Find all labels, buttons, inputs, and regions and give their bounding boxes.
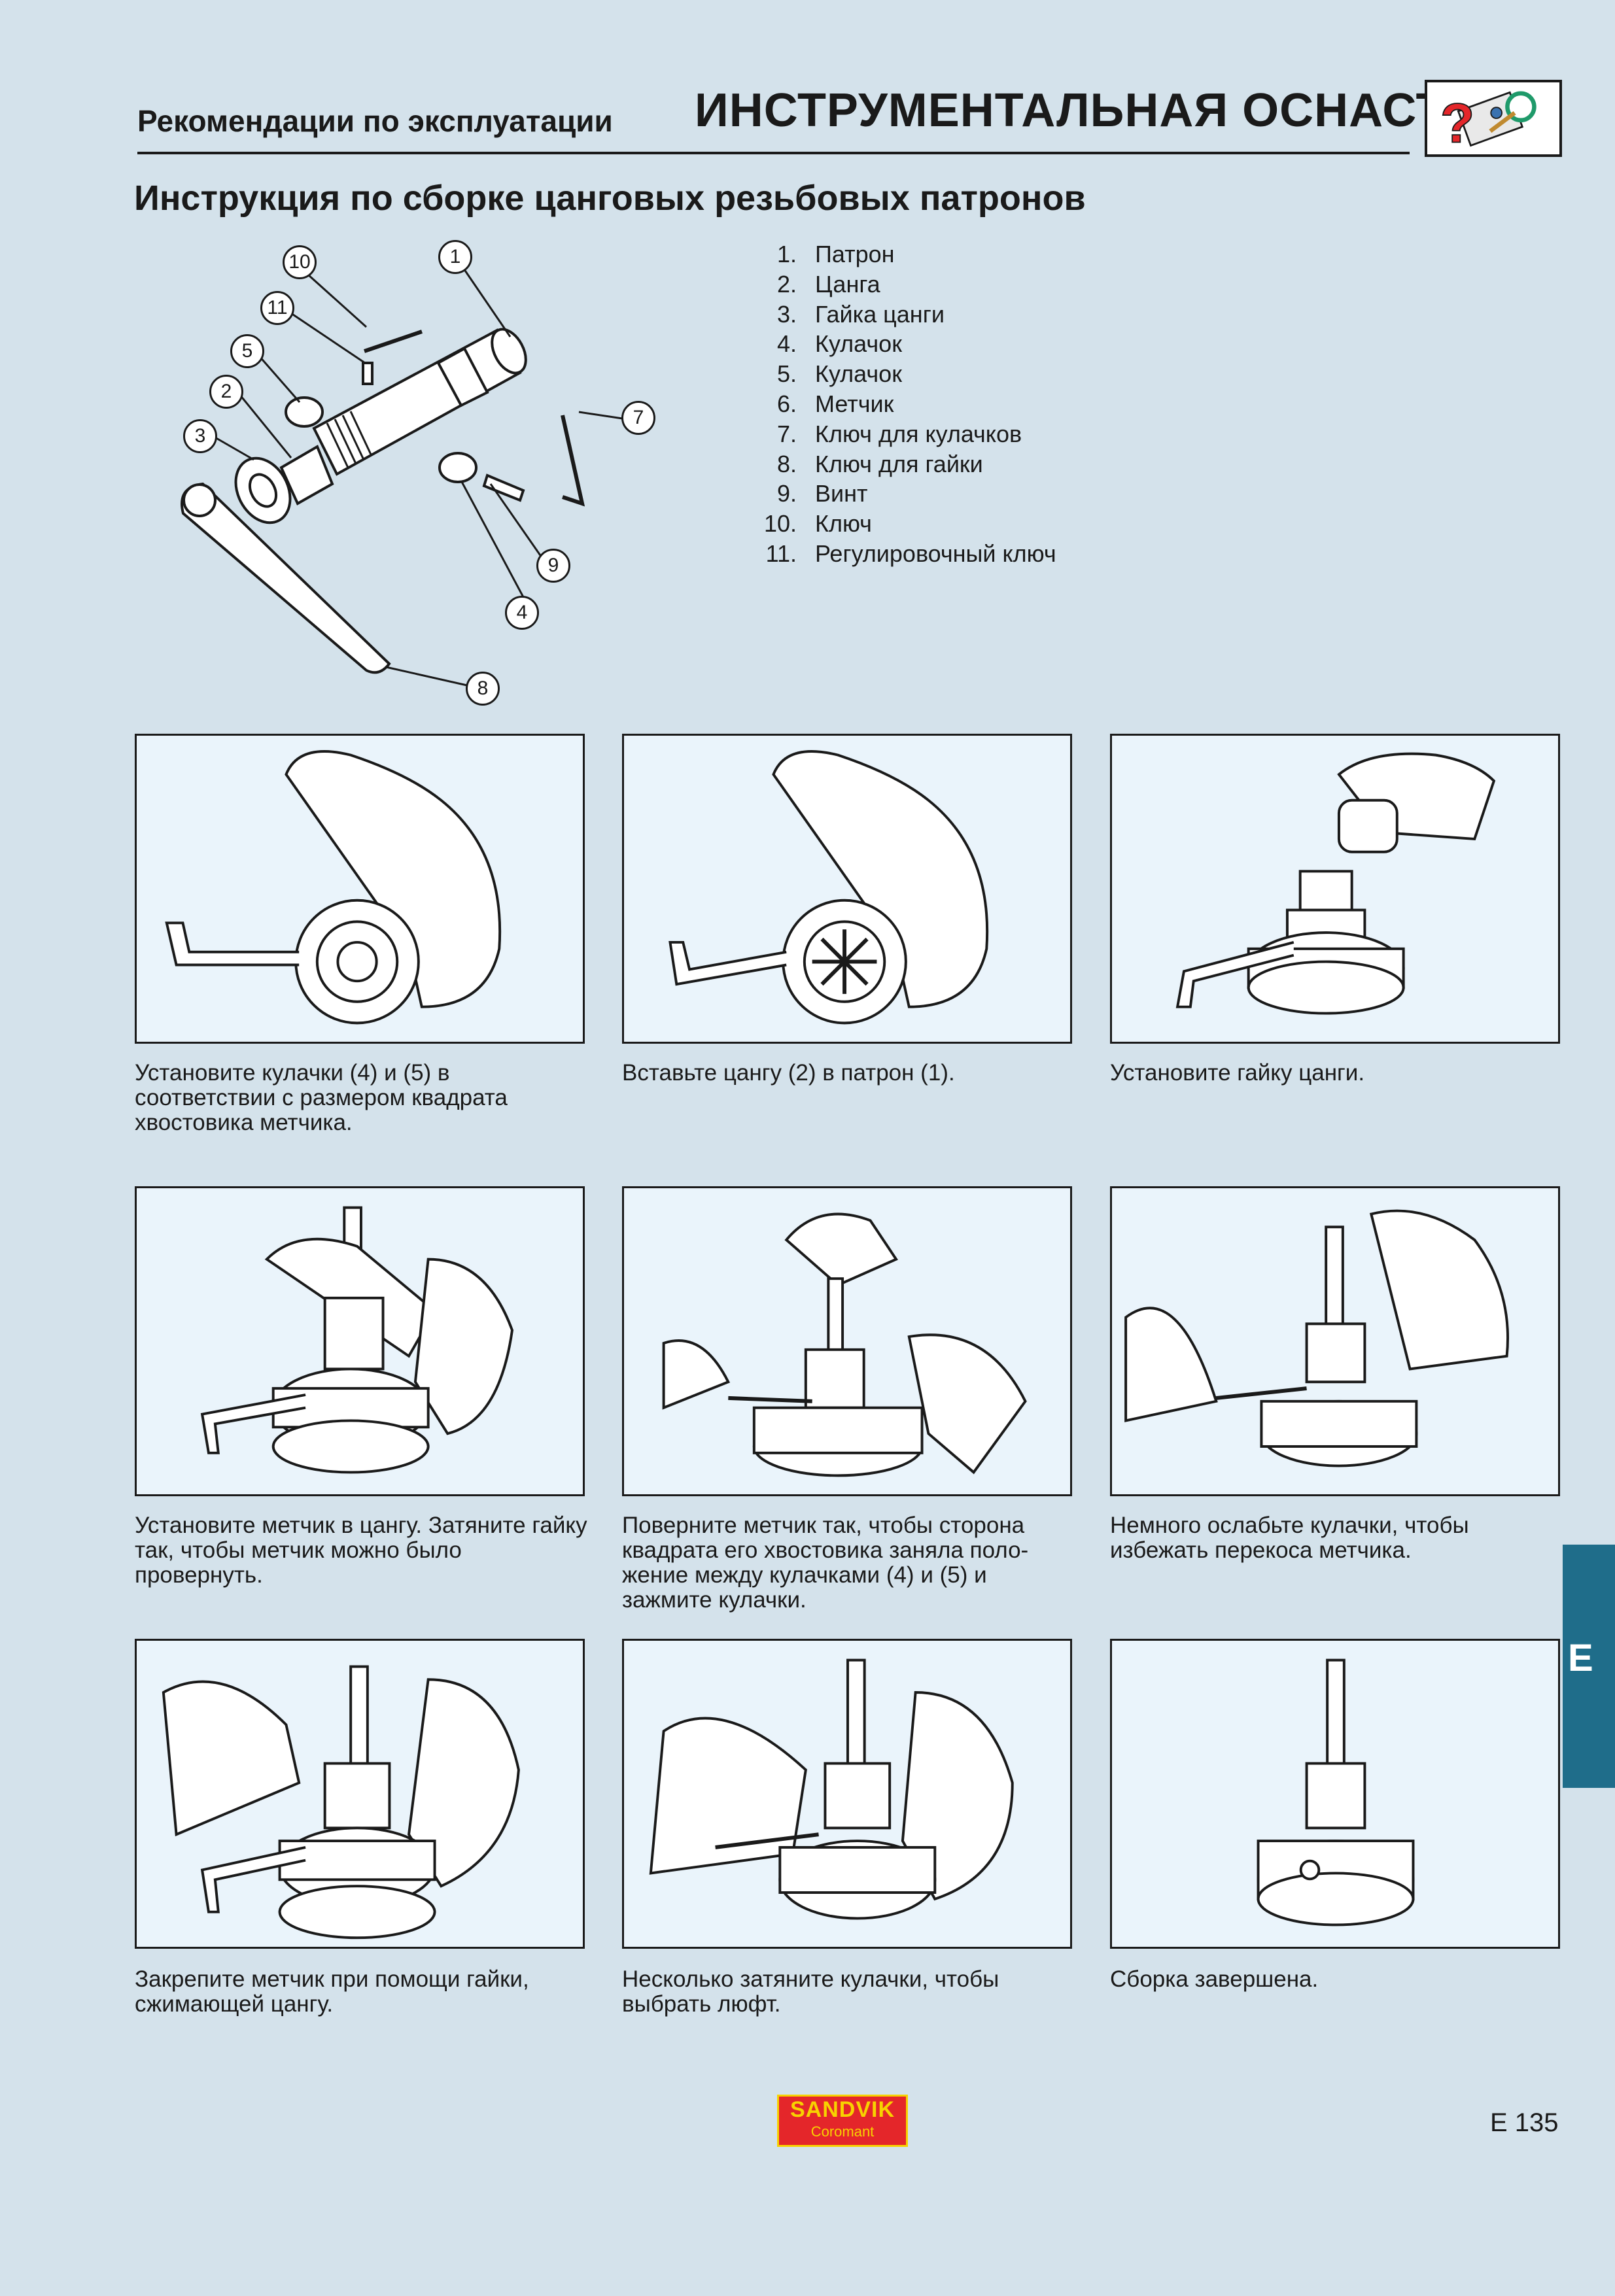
callout-4: 4 [505,596,539,630]
header-title: ИНСТРУМЕНТАЛЬНАЯ ОСНАСТКА [695,84,1510,137]
callout-5: 5 [230,334,264,368]
logo-sub: Coromant [810,2123,875,2140]
list-item: 4.Кулачок [776,330,902,358]
list-item: 9.Винт [776,480,868,507]
step-2-caption: Вставьте цангу (2) в патрон (1). [622,1060,955,1086]
step-6-caption: Немного ослабьте кулачки, чтобы избежать… [1110,1513,1469,1563]
step-7-illustration [135,1639,585,1949]
list-item: 11.Регулировочный ключ [765,540,1056,567]
section-tab-label: E [1568,1637,1593,1679]
svg-text:?: ? [1440,92,1474,154]
step-3-caption: Установите гайку цанги. [1110,1060,1365,1086]
page-title: Инструкция по сборке цанговых резьбовых … [134,179,1086,218]
callout-9: 9 [536,549,570,583]
step-3-illustration [1110,734,1560,1044]
section-tab[interactable]: E [1563,1545,1615,1788]
step-4-caption: Установите метчик в цангу. Затяните гайк… [135,1513,587,1588]
step-8-illustration [622,1639,1072,1949]
section-label: Рекомендации по эксплуатации [137,104,613,138]
exploded-diagram: 10 1 11 5 2 3 7 9 4 8 [157,232,680,716]
parts-list: 1.Патрон 2.Цанга 3.Гайка цанги 4.Кулачок… [759,239,1056,569]
callout-11: 11 [260,291,294,325]
callout-10: 10 [283,245,317,279]
sandvik-logo: SANDVIK Coromant [777,2095,908,2147]
step-8-caption: Несколько затяните кулачки, чтобы выбрат… [622,1966,999,2017]
list-item: 5.Кулачок [776,360,902,388]
list-item: 10.Ключ [763,510,872,538]
step-5-illustration [622,1186,1072,1496]
logo-brand: SANDVIK [790,2097,895,2122]
step-7-caption: Закрепите метчик при помощи гайки, сжима… [135,1966,529,2017]
tooling-icon: ? [1425,80,1562,157]
step-9-caption: Сборка завершена. [1110,1966,1319,1992]
step-2-illustration [622,734,1072,1044]
list-item: 1.Патрон [776,241,895,267]
step-4-illustration [135,1186,585,1496]
list-item: 3.Гайка цанги [776,300,945,328]
callout-7: 7 [621,401,655,435]
list-item: 2.Цанга [776,270,880,298]
callout-3: 3 [183,419,217,453]
list-item: 6.Метчик [776,390,894,417]
callout-2: 2 [209,375,243,409]
list-item: 7.Ключ для кулачков [776,420,1022,447]
step-1-caption: Установите кулачки (4) и (5) в соответст… [135,1060,508,1135]
callout-1: 1 [438,240,472,274]
step-1-illustration [135,734,585,1044]
page-number: E 135 [1490,2108,1559,2137]
list-item: 8.Ключ для гайки [776,450,983,477]
step-5-caption: Поверните метчик так, чтобы сторона квад… [622,1513,1029,1613]
step-6-illustration [1110,1186,1560,1496]
step-9-illustration [1110,1639,1560,1949]
callout-8: 8 [466,672,500,706]
header-rule [137,152,1410,154]
